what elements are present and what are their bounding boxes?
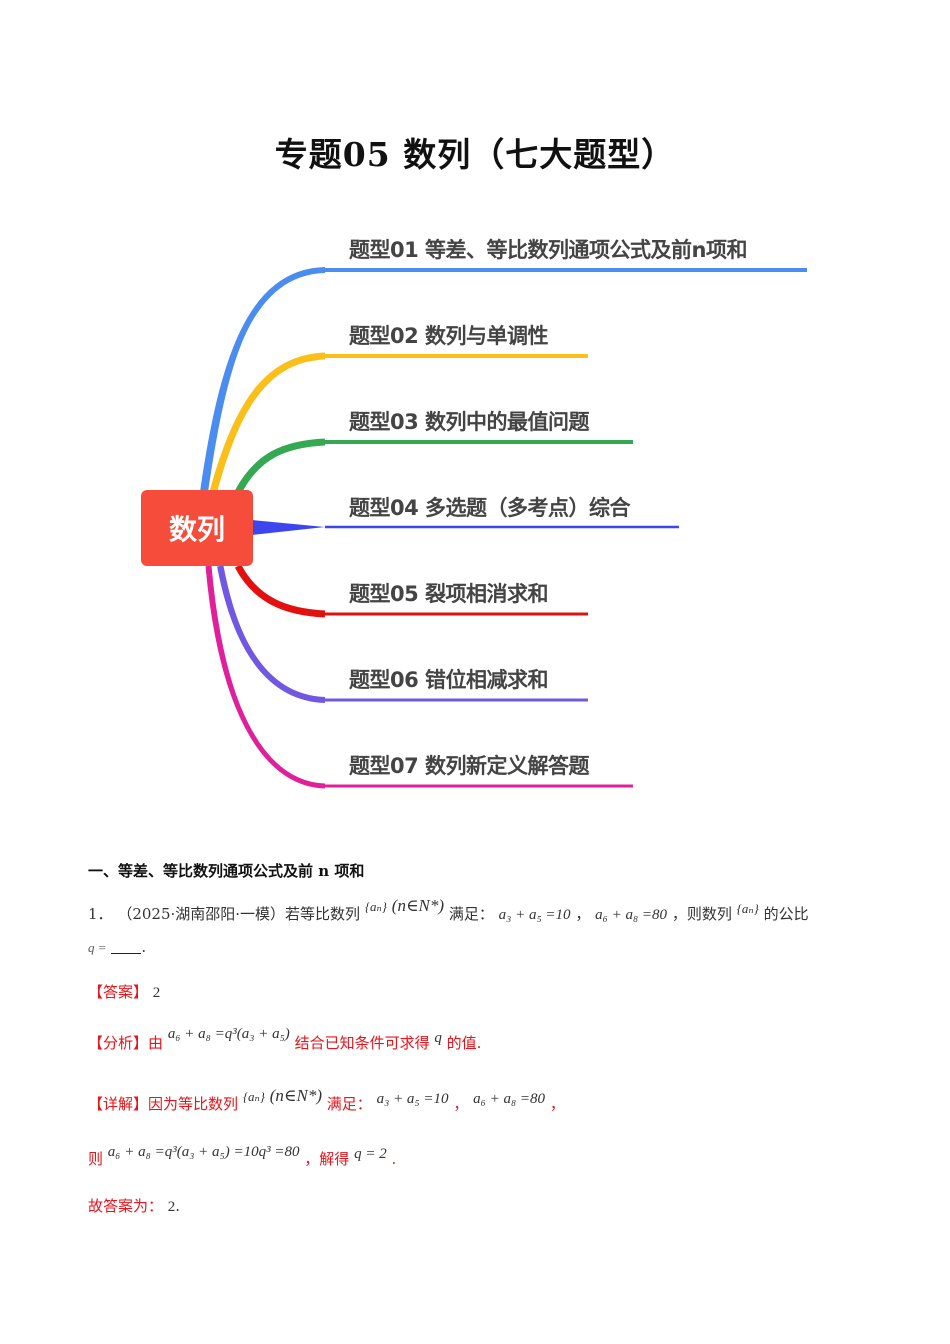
detail-condition-label: 满足：: [326, 1095, 372, 1113]
separator: ，: [575, 905, 591, 923]
condition-1: a₃ + a₅ =10: [498, 907, 571, 923]
period: .: [141, 938, 147, 956]
detail-end: ，: [549, 1095, 565, 1113]
domain-symbol: (n∈N*): [391, 896, 445, 915]
branch-connector-1: [204, 268, 807, 493]
detail-line-1: 【详解】因为等比数列 {aₙ} (n∈N*) 满足： a₃ + a₅ =10 ，…: [88, 1086, 565, 1114]
detail-condition-1: a₃ + a₅ =10: [376, 1091, 449, 1107]
analysis-text-2: 结合已知条件可求得: [294, 1034, 430, 1052]
branch-connector-4: [252, 520, 325, 535]
problem-tail-2: 的公比: [763, 905, 809, 923]
conclusion-text: 故答案为：: [88, 1197, 164, 1215]
page-title: 专题05 数列（七大题型）: [274, 135, 676, 174]
branch-label-7: 题型07 数列新定义解答题: [349, 754, 590, 778]
problem-blank-line: q = .: [88, 938, 146, 956]
problem-tail: ，则数列: [671, 905, 732, 923]
mindmap-root-node: 数列: [141, 490, 253, 566]
branch-label-6: 题型06 错位相减求和: [349, 668, 549, 692]
conclusion-value: 2: [167, 1199, 176, 1215]
section-heading: 一、等差、等比数列通项公式及前 n 项和: [88, 862, 365, 880]
analysis-tag: 【分析】: [88, 1034, 149, 1052]
detail-tag: 【详解】: [88, 1095, 149, 1113]
detail-sequence: {aₙ}: [242, 1089, 265, 1104]
answer-blank: [111, 953, 142, 954]
condition-label: 满足：: [448, 905, 494, 923]
answer-line: 【答案】 2: [88, 981, 160, 1002]
sequence-symbol: {aₙ}: [364, 899, 387, 914]
root-label: 数列: [168, 513, 225, 546]
detail-separator: ，: [453, 1095, 469, 1113]
answer-tag: 【答案】: [88, 983, 149, 1001]
detail-conclusion: 故答案为： 2.: [88, 1195, 180, 1216]
branch-label-1: 题型01 等差、等比数列通项公式及前n项和: [349, 238, 747, 262]
detail-result: q = 2: [354, 1146, 387, 1162]
problem-source: （2025·湖南邵阳·一模）若等比数列: [117, 905, 361, 923]
detail-line-2: 则 a₆ + a₈ =q³(a₃ + a₅) =10q³ =80 ，解得 q =…: [88, 1144, 396, 1169]
answer-value: 2: [152, 985, 161, 1001]
branch-label-2: 题型02 数列与单调性: [349, 324, 549, 348]
branch-label-3: 题型03 数列中的最值问题: [349, 410, 590, 434]
detail-formula: a₆ + a₈ =q³(a₃ + a₅) =10q³ =80: [107, 1144, 300, 1160]
detail-prefix: 则: [88, 1150, 104, 1168]
q-prefix: q =: [88, 940, 107, 955]
detail-mid: ，解得: [304, 1150, 350, 1168]
condition-2: a₆ + a₈ =80: [595, 907, 668, 923]
detail-text-1: 因为等比数列: [148, 1095, 239, 1113]
conclusion-period: .: [175, 1197, 181, 1215]
mindmap-diagram: [200, 267, 807, 789]
analysis-text-3: 的值.: [446, 1034, 482, 1052]
branch-connector-3: [238, 440, 633, 493]
detail-end-period: .: [391, 1150, 397, 1168]
problem-statement: 1． （2025·湖南邵阳·一模）若等比数列 {aₙ} (n∈N*) 满足： a…: [88, 896, 809, 924]
sequence-symbol-2: {aₙ}: [736, 901, 759, 916]
analysis-q: q: [434, 1030, 442, 1046]
branch-label-4: 题型04 多选题（多考点）综合: [349, 496, 631, 520]
problem-number: 1．: [88, 905, 113, 923]
detail-condition-2: a₆ + a₈ =80: [473, 1091, 546, 1107]
branch-label-5: 题型05 裂项相消求和: [349, 582, 549, 606]
analysis-formula: a₆ + a₈ =q³(a₃ + a₅): [167, 1026, 290, 1042]
analysis-text-1: 由: [148, 1034, 164, 1052]
detail-domain: (n∈N*): [269, 1086, 323, 1105]
analysis-line: 【分析】由 a₆ + a₈ =q³(a₃ + a₅) 结合已知条件可求得 q 的…: [88, 1026, 481, 1053]
